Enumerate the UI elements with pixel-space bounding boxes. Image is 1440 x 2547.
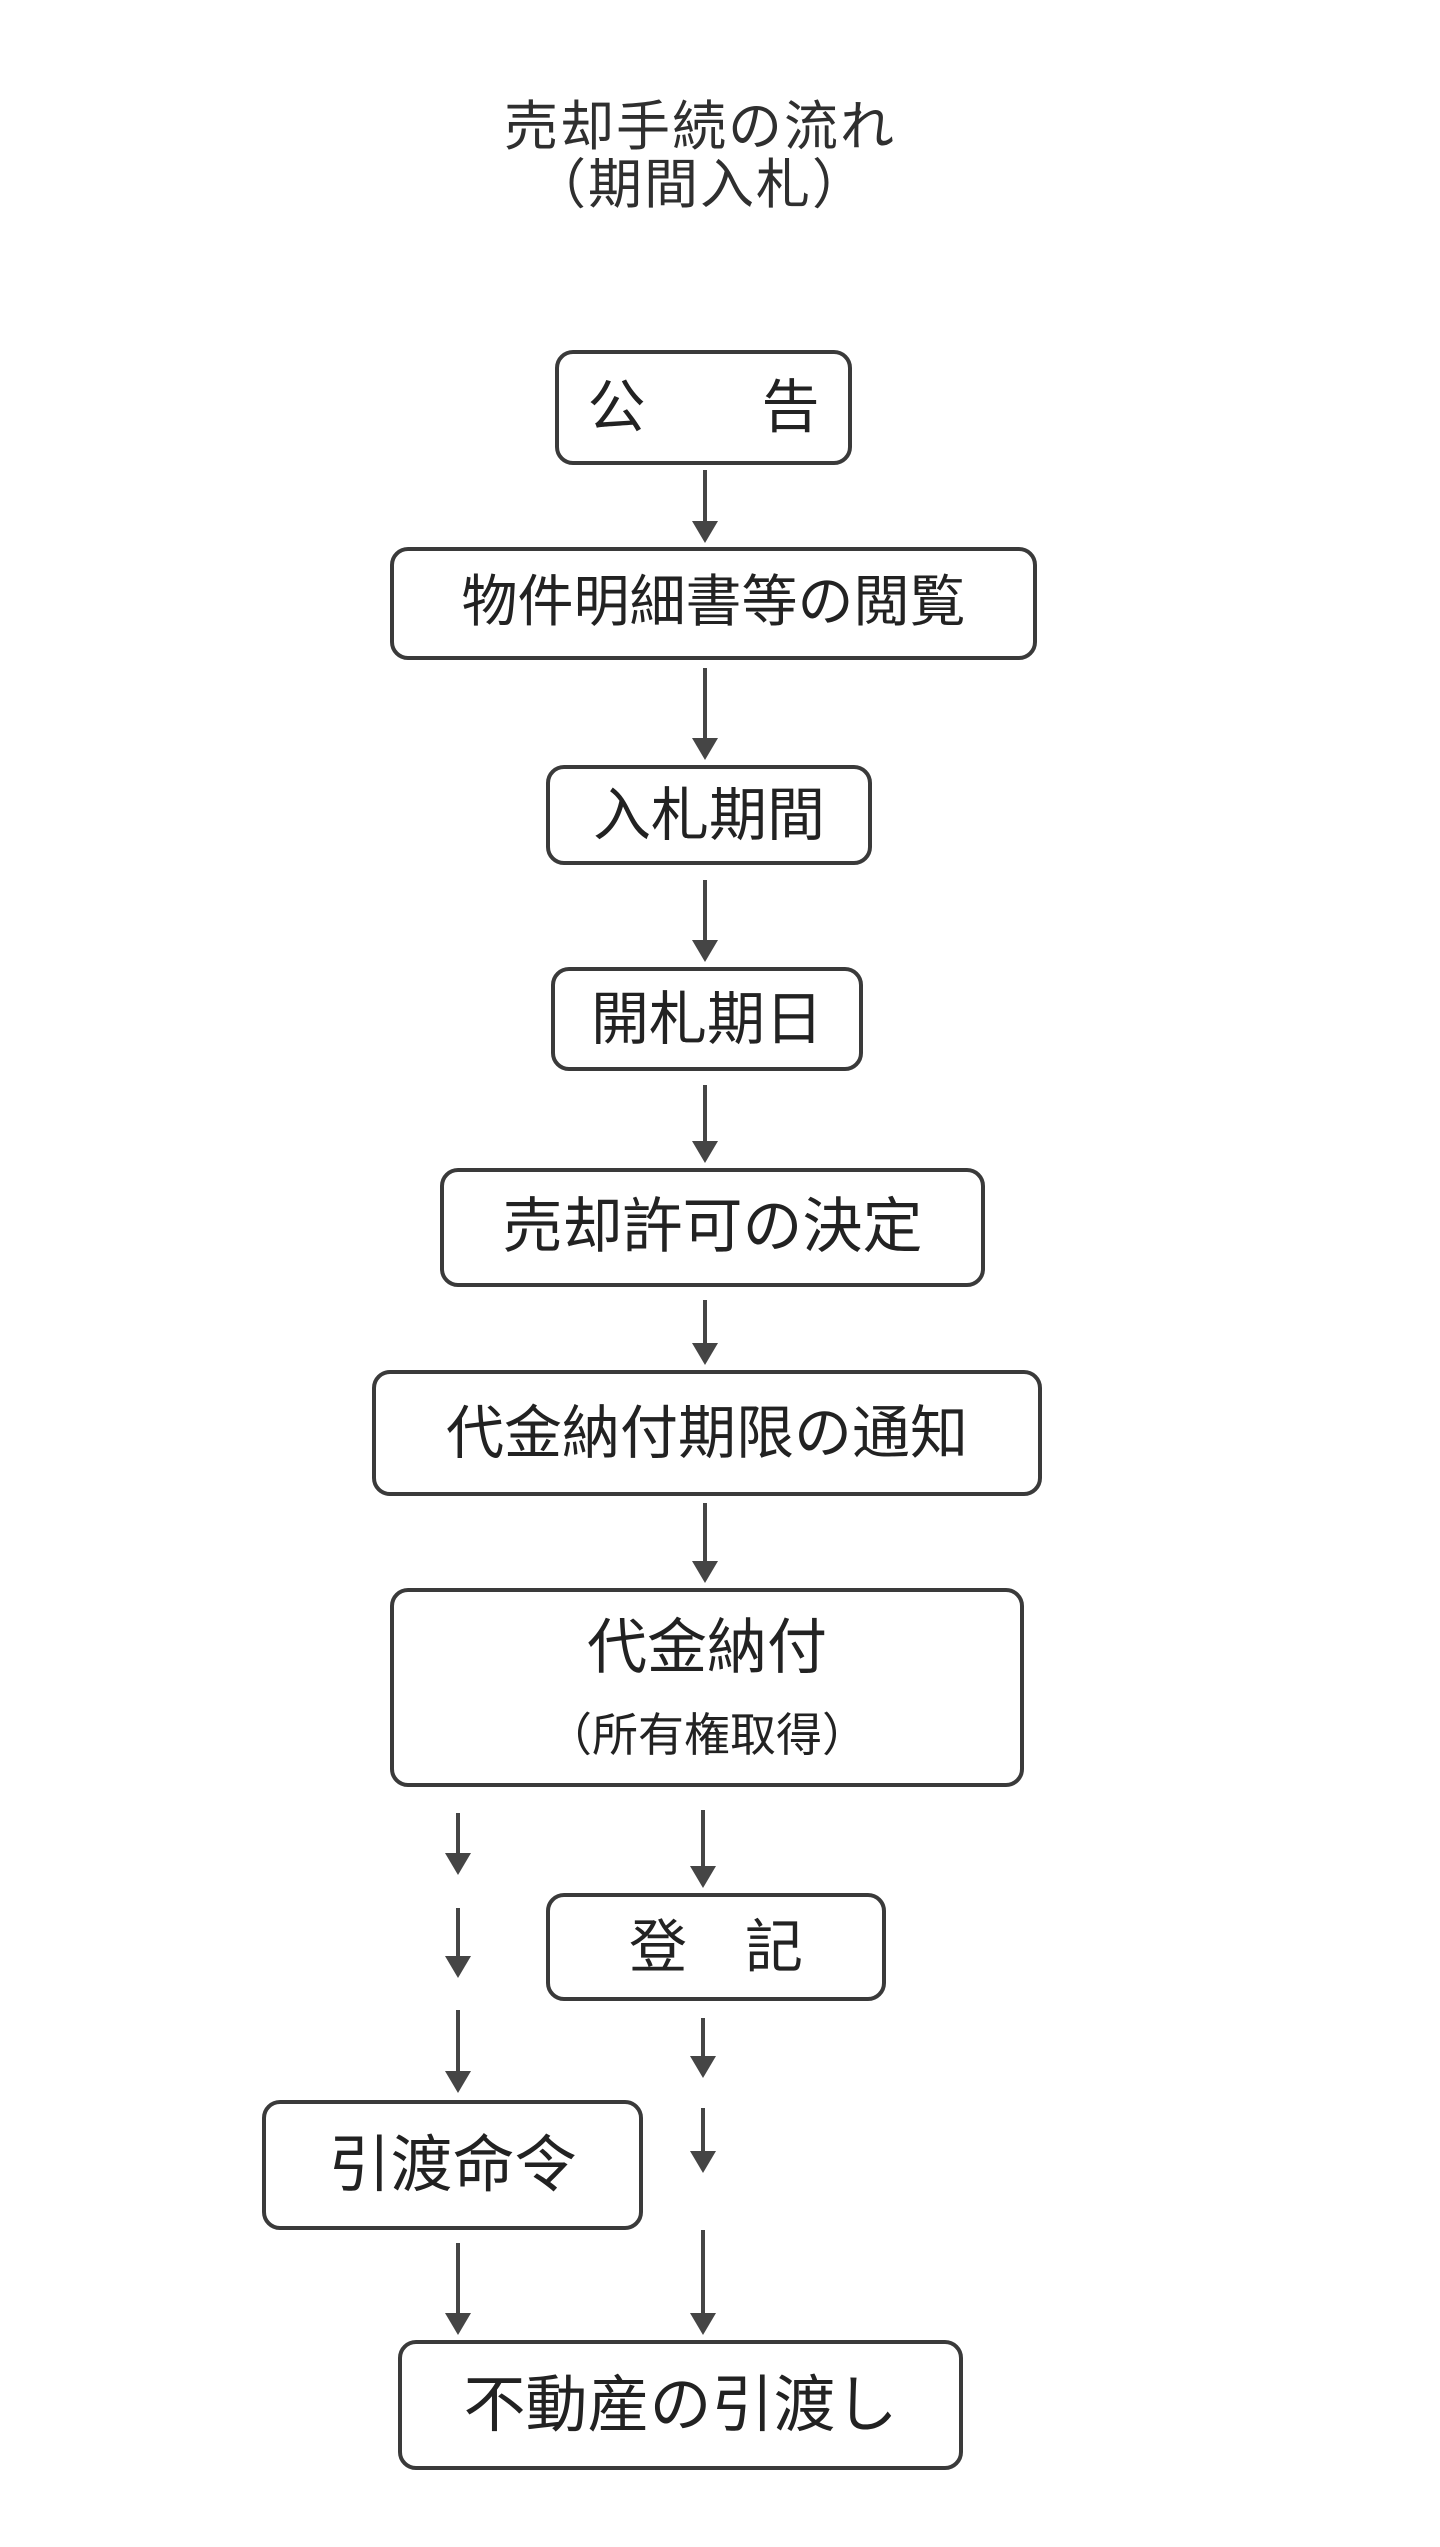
flow-node-delivery-order-label: 引渡命令 [328, 2128, 577, 2202]
flow-node-bid-opening-date: 開札期日 [551, 967, 863, 1071]
flow-node-registration-label: 登 記 [628, 1912, 803, 1981]
flow-node-payment-label: 代金納付 [587, 1612, 827, 1683]
down-arrow-3 [692, 880, 718, 962]
flow-node-property-delivery: 不動産の引渡し [398, 2340, 963, 2470]
flow-node-registration: 登 記 [546, 1893, 886, 2001]
dashed-down-arrow-right-2 [690, 2108, 716, 2173]
down-arrow-7 [690, 1810, 716, 1888]
down-arrow-4 [692, 1085, 718, 1163]
down-arrow-8 [445, 2243, 471, 2335]
down-arrow-6 [692, 1503, 718, 1583]
page-title-line1: 売却手続の流れ [504, 95, 896, 158]
dashed-down-arrow-right-3 [690, 2230, 716, 2335]
flow-node-document-inspection: 物件明細書等の閲覧 [390, 547, 1037, 660]
flow-node-sale-permission-decision: 売却許可の決定 [440, 1168, 985, 1287]
flow-node-payment-deadline-notice-label: 代金納付期限の通知 [445, 1398, 968, 1467]
flow-node-payment: 代金納付 （所有権取得） [390, 1588, 1024, 1787]
flow-node-public-notice: 公 告 [555, 350, 852, 465]
down-arrow-5 [692, 1300, 718, 1365]
flow-node-public-notice-label: 公 告 [587, 373, 820, 442]
flow-node-bidding-period: 入札期間 [546, 765, 872, 865]
flow-node-bid-opening-date-label: 開札期日 [590, 984, 823, 1053]
flow-node-sale-permission-decision-label: 売却許可の決定 [502, 1192, 923, 1262]
flow-node-property-delivery-label: 不動産の引渡し [463, 2368, 898, 2442]
down-arrow-2 [692, 668, 718, 760]
flow-node-delivery-order: 引渡命令 [262, 2100, 643, 2230]
page-title-line2: （期間入札） [532, 153, 868, 216]
flow-node-payment-sublabel: （所有権取得） [546, 1707, 868, 1762]
flow-node-document-inspection-label: 物件明細書等の閲覧 [461, 570, 966, 636]
flow-node-bidding-period-label: 入札期間 [592, 780, 825, 849]
dashed-down-arrow-right-1 [690, 2018, 716, 2078]
flow-node-payment-deadline-notice: 代金納付期限の通知 [372, 1370, 1042, 1496]
down-arrow-1 [692, 470, 718, 543]
dashed-down-arrow-left-3 [445, 2010, 471, 2093]
dashed-down-arrow-left-1 [445, 1813, 471, 1875]
dashed-down-arrow-left-2 [445, 1908, 471, 1978]
